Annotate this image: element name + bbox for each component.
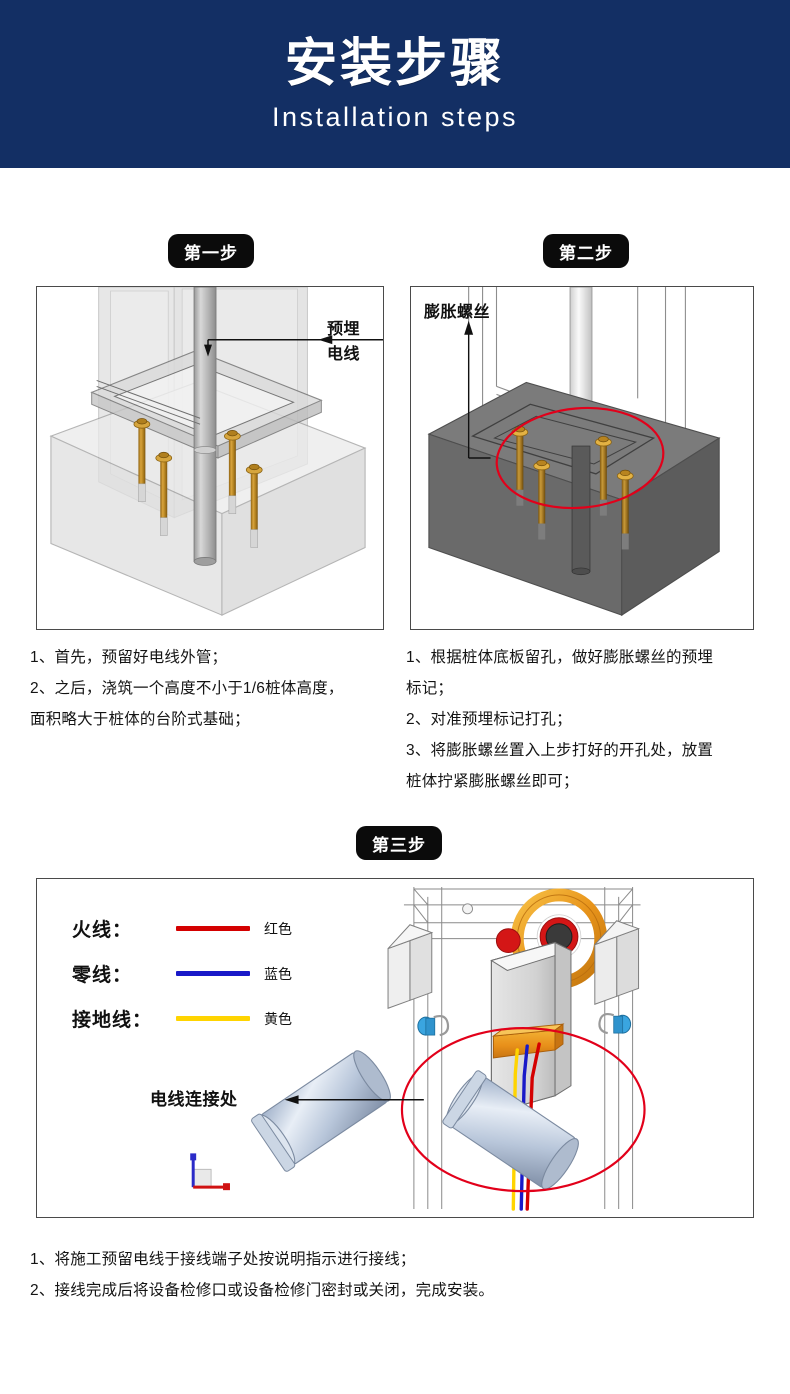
label-embedded-wire-line1: 预埋 xyxy=(327,321,361,338)
step-2-caption-line-2: 标记； xyxy=(406,680,454,697)
legend-color-name-blue: 蓝色 xyxy=(264,965,292,982)
step-2-caption-line-1: 1、根据桩体底板留孔，做好膨胀螺丝的预埋 xyxy=(406,649,714,666)
step-1-diagram-panel xyxy=(36,286,384,630)
embedded-wire-leader-line xyxy=(204,335,383,357)
legend-row-neutral: 零线： 蓝色 xyxy=(72,951,332,996)
highlight-ellipse xyxy=(495,406,665,510)
right-tube xyxy=(442,1070,579,1190)
indicator-light xyxy=(495,928,521,954)
step-1-illustration xyxy=(49,287,383,616)
step-badge-3: 第三步 xyxy=(356,826,442,860)
legend-swatch-blue xyxy=(176,971,250,976)
step-1-caption: 1、首先，预留好电线外管； 2、之后，浇筑一个高度不小于1/6桩体高度， 面积略… xyxy=(30,642,392,735)
step-3-caption-line-2: 2、接线完成后将设备检修口或设备检修门密封或关闭，完成安装。 xyxy=(30,1282,495,1299)
legend-row-ground: 接地线： 黄色 xyxy=(72,996,332,1041)
label-embedded-wire-line2: 电线 xyxy=(327,346,361,363)
step-2-diagram-panel xyxy=(410,286,754,630)
step-2-illustration xyxy=(427,287,721,617)
left-side-box xyxy=(387,924,434,1009)
legend-label-ground: 接地线： xyxy=(72,1010,153,1031)
step-2-caption-line-5: 桩体拧紧膨胀螺丝即可； xyxy=(406,773,579,790)
legend-color-name-red: 红色 xyxy=(264,920,292,937)
step-2-caption-line-3: 2、对准预埋标记打孔； xyxy=(406,711,572,728)
step-3-caption: 1、将施工预留电线于接线端子处按说明指示进行接线； 2、接线完成后将设备检修口或… xyxy=(30,1244,770,1306)
legend-label-live: 火线： xyxy=(72,920,133,941)
anchor-bolt-group xyxy=(133,418,263,548)
expansion-screw-leader-line xyxy=(464,320,491,459)
connection-highlight-ellipse xyxy=(400,1027,646,1193)
step-2-caption-line-4: 3、将膨胀螺丝置入上步打好的开孔处，放置 xyxy=(406,742,714,759)
page-title: 安装步骤 xyxy=(284,34,505,93)
legend-swatch-red xyxy=(176,926,250,931)
wiring-terminal-block xyxy=(491,1023,565,1059)
step-3-illustration xyxy=(190,886,646,1211)
label-expansion-screw: 膨胀螺丝 xyxy=(424,304,491,321)
page-subtitle: Installation steps xyxy=(271,102,519,133)
header-banner: 安装步骤 Installation steps xyxy=(0,0,790,168)
wire-connection-leader-line xyxy=(284,1095,424,1105)
step-badge-1: 第一步 xyxy=(168,234,254,268)
label-wire-connection: 电线连接处 xyxy=(150,1090,238,1109)
legend-row-live: 火线： 红色 xyxy=(72,906,332,951)
label-embedded-wire: 预埋 电线 xyxy=(327,317,360,367)
wire-color-legend: 火线： 红色 零线： 蓝色 接地线： 黄色 xyxy=(72,906,332,1041)
step-3-diagram-panel xyxy=(36,878,754,1218)
left-tube xyxy=(251,1050,391,1172)
legend-swatch-yellow xyxy=(176,1016,250,1021)
step-badge-2: 第二步 xyxy=(543,234,629,268)
legend-label-neutral: 零线： xyxy=(72,965,133,986)
step-2-caption: 1、根据桩体底板留孔，做好膨胀螺丝的预埋 标记； 2、对准预埋标记打孔； 3、将… xyxy=(406,642,772,797)
step-3-caption-line-1: 1、将施工预留电线于接线端子处按说明指示进行接线； xyxy=(30,1251,416,1268)
cad-axis-indicator xyxy=(190,1153,230,1191)
step-1-caption-line-1: 1、首先，预留好电线外管； xyxy=(30,649,228,666)
right-side-box xyxy=(594,920,641,1005)
step-1-caption-line-2: 2、之后，浇筑一个高度不小于1/6桩体高度， xyxy=(30,680,344,697)
right-blue-fitting xyxy=(598,1012,632,1035)
left-blue-fitting xyxy=(417,1014,450,1037)
legend-color-name-yellow: 黄色 xyxy=(264,1010,292,1027)
step-1-caption-line-3: 面积略大于桩体的台阶式基础； xyxy=(30,711,250,728)
